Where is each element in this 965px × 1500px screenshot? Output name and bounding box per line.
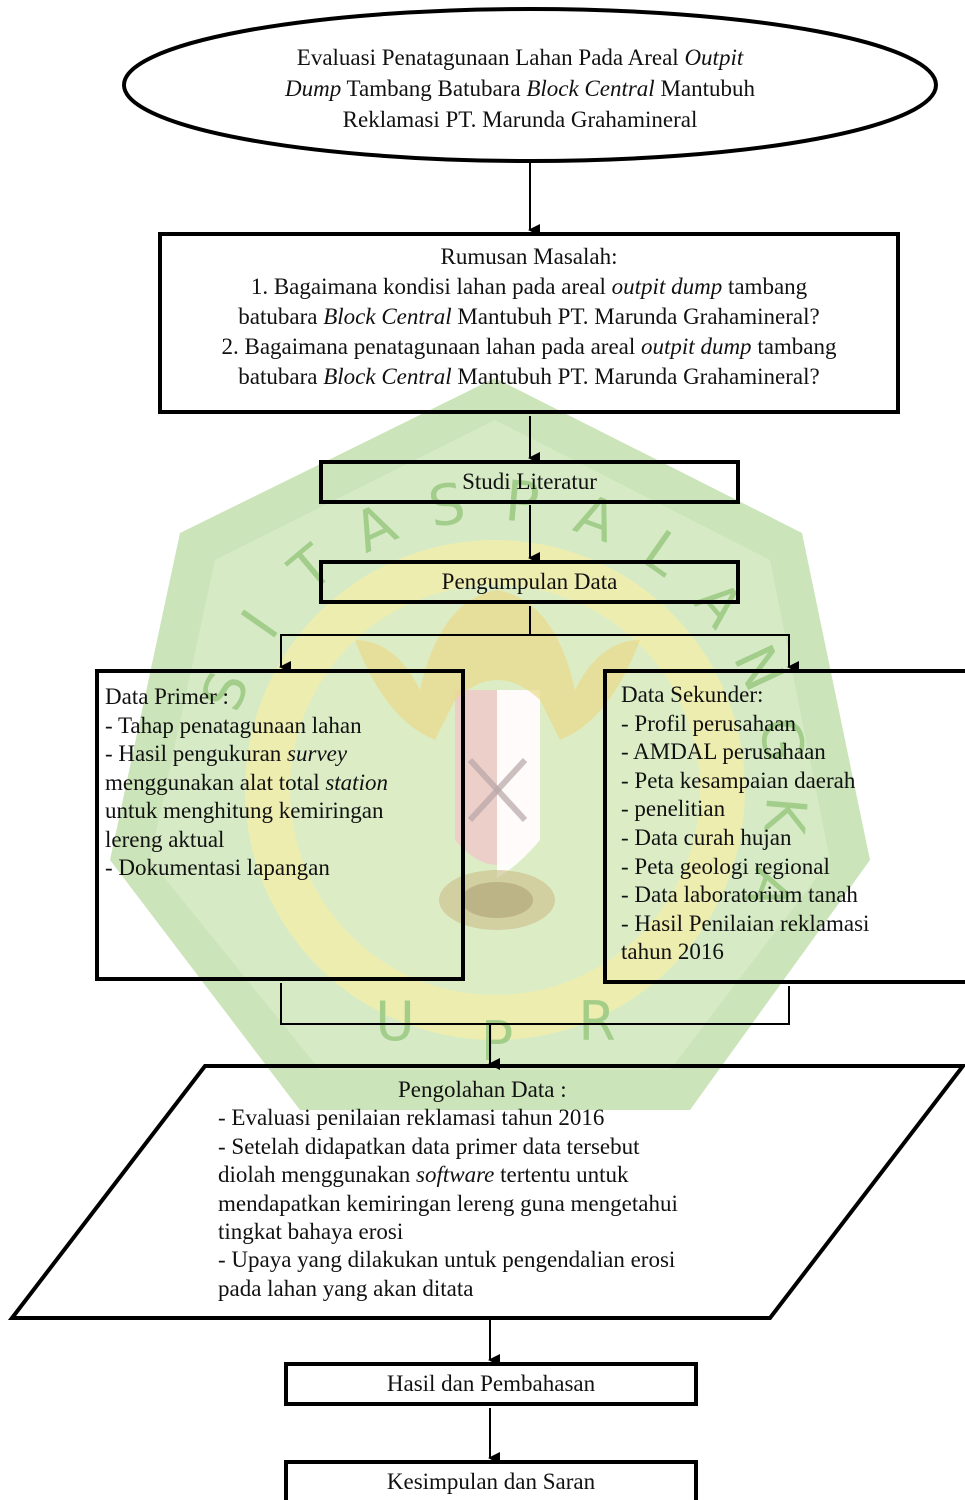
rumusan-q2-line-1: 2. Bagaimana penatagunaan lahan pada are… (221, 334, 837, 359)
title-line-2: Dump Tambang Batubara Block Central Mant… (284, 76, 756, 101)
pengolahan-heading: Pengolahan Data : (398, 1077, 567, 1102)
data-sekunder-item: tahun 2016 (621, 939, 724, 965)
pengolahan-line: - Evaluasi penilaian reklamasi tahun 201… (218, 1105, 605, 1131)
kesimpulan-saran-box: Kesimpulan dan Saran (284, 1460, 698, 1500)
pengolahan-line: diolah menggunakan software tertentu unt… (218, 1162, 629, 1188)
pengolahan-line: - Upaya yang dilakukan untuk pengendalia… (218, 1247, 676, 1273)
data-primer-item: lereng aktual (105, 826, 225, 852)
data-primer-item: - Hasil pengukuran survey (105, 741, 348, 766)
watermark-bird (355, 590, 640, 740)
title-line-3: Reklamasi PT. Marunda Grahamineral (342, 107, 698, 132)
rumusan-masalah-box: Rumusan Masalah: 1. Bagaimana kondisi la… (158, 232, 900, 414)
data-sekunder-item: - Data laboratorium tanah (621, 882, 858, 908)
data-sekunder-heading: Data Sekunder: (621, 682, 764, 707)
rumusan-q1-line-2: batubara Block Central Mantubuh PT. Maru… (238, 304, 820, 329)
data-sekunder-item: - Hasil Penilaian reklamasi (621, 910, 870, 936)
pengumpulan-data-box: Pengumpulan Data (319, 560, 740, 604)
rumusan-q2-line-2: batubara Block Central Mantubuh PT. Maru… (238, 364, 820, 389)
title-text: Evaluasi Penatagunaan Lahan Pada Areal O… (240, 42, 800, 135)
data-sekunder-item: - penelitian (621, 796, 726, 822)
data-sekunder-box: Data Sekunder: - Profil perusahaan - AMD… (603, 669, 965, 984)
data-sekunder-item: - Peta kesampaian daerah (621, 767, 856, 793)
studi-literatur-box: Studi Literatur (319, 460, 740, 504)
data-sekunder-item: - Data curah hujan (621, 824, 792, 850)
pengolahan-parallelogram (7, 1064, 965, 1320)
title-line-1: Evaluasi Penatagunaan Lahan Pada Areal O… (296, 45, 744, 70)
data-sekunder-item: - Profil perusahaan (621, 710, 796, 736)
data-primer-item: menggunakan alat total station (105, 769, 388, 795)
pengolahan-line: pada lahan yang akan ditata (218, 1275, 474, 1301)
data-primer-item: - Dokumentasi lapangan (105, 855, 330, 880)
watermark-letter: U (375, 990, 415, 1053)
split-connector (280, 606, 531, 660)
title-ellipse (122, 7, 938, 163)
data-primer-box: Data Primer : - Tahap penatagunaan lahan… (95, 669, 465, 981)
pengolahan-line: - Setelah didapatkan data primer data te… (218, 1133, 640, 1159)
data-sekunder-item: - Peta geologi regional (621, 853, 830, 879)
watermark-letter: R (578, 990, 616, 1053)
watermark-letter: K (750, 794, 818, 838)
pengolahan-line: mendapatkan kemiringan lereng guna menge… (218, 1190, 678, 1216)
rumusan-heading: Rumusan Masalah: (440, 244, 618, 269)
data-primer-item: untuk menghitung kemiringan (105, 798, 384, 823)
pengolahan-line: tingkat bahaya erosi (218, 1219, 404, 1245)
hasil-pembahasan-box: Hasil dan Pembahasan (284, 1362, 698, 1406)
pengolahan-data-text: Pengolahan Data : - Evaluasi penilaian r… (218, 1076, 818, 1303)
data-sekunder-item: - AMDAL perusahaan (621, 739, 826, 765)
data-primer-item: - Tahap penatagunaan lahan (105, 712, 362, 738)
data-primer-heading: Data Primer : (105, 684, 229, 709)
merge-connector (280, 983, 790, 1025)
rumusan-q1-line-1: 1. Bagaimana kondisi lahan pada areal ou… (250, 274, 808, 299)
